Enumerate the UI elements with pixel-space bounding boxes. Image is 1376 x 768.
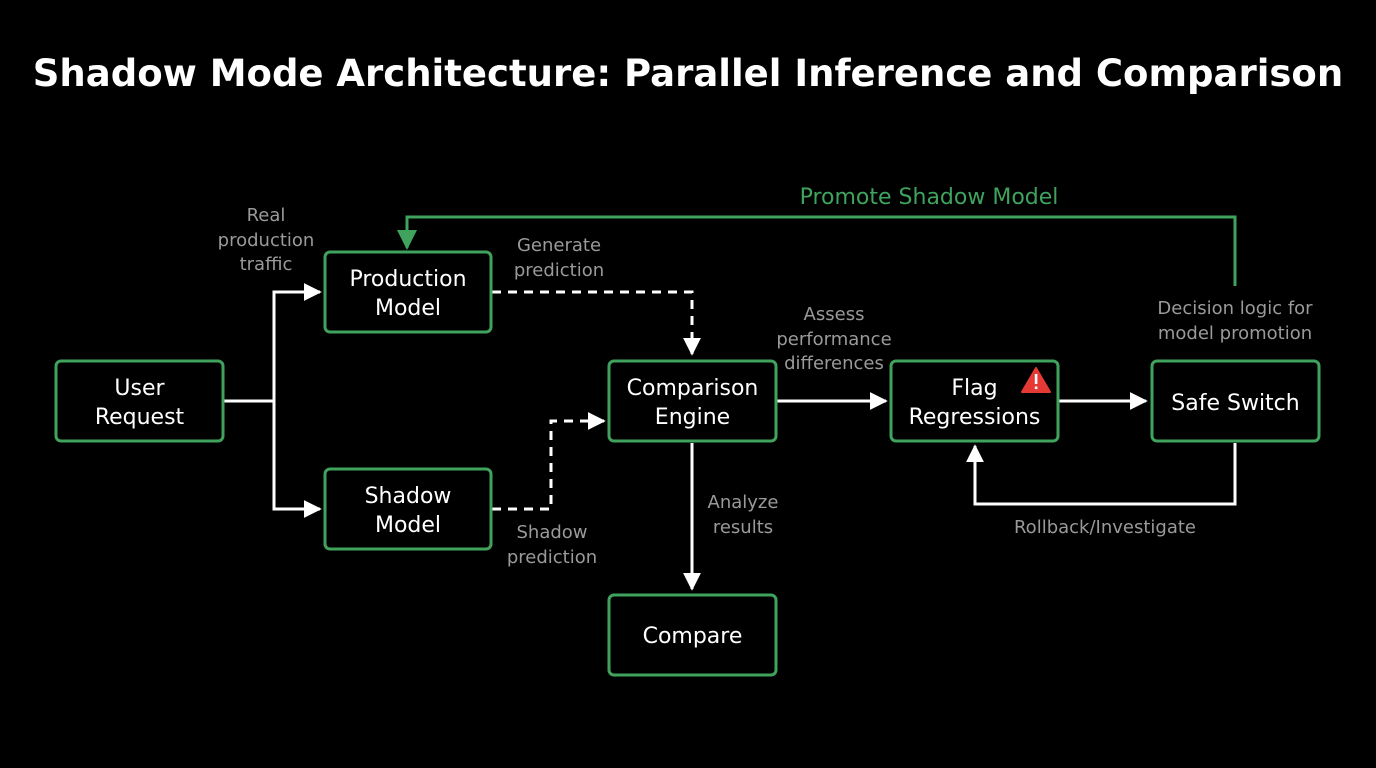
node-shadow-model: Shadow Model	[323, 467, 493, 551]
label-real-traffic-line1: Real	[247, 205, 286, 226]
label-real-traffic-line3: traffic	[240, 254, 293, 275]
label-analyze-results-line1: Analyze	[708, 492, 779, 513]
label-analyze-results-line2: results	[713, 517, 773, 538]
node-comparison-engine-line1: Comparison	[627, 376, 759, 401]
node-user-request-line1: User	[114, 376, 165, 401]
label-real-traffic-line2: production	[218, 230, 315, 251]
edge-promote	[397, 215, 1237, 286]
edge-split-to-shadow	[272, 401, 322, 518]
node-user-request-line2: Request	[95, 405, 185, 430]
node-shadow-model-line2: Model	[375, 513, 441, 538]
edge-rollback	[966, 443, 1237, 506]
label-assess-performance-line2: performance	[776, 329, 891, 350]
node-compare-label: Compare	[643, 624, 743, 649]
node-shadow-model-line1: Shadow	[365, 484, 452, 509]
page-title: Shadow Mode Architecture: Parallel Infer…	[32, 52, 1344, 95]
edge-shadow-to-comparison	[492, 412, 606, 511]
node-compare: Compare	[607, 593, 778, 677]
label-generate-prediction-line2: prediction	[514, 260, 604, 281]
warning-triangle-icon	[1021, 367, 1051, 393]
label-decision-logic: Decision logic for model promotion	[1157, 298, 1313, 344]
edge-production-to-comparison	[492, 290, 701, 356]
node-flag-regressions-line2: Regressions	[909, 405, 1041, 430]
node-safe-switch: Safe Switch	[1150, 359, 1321, 443]
node-production-model: Production Model	[323, 250, 493, 334]
label-assess-performance-line3: differences	[784, 353, 884, 374]
node-comparison-engine-line2: Engine	[655, 405, 730, 430]
label-assess-performance: Assess performance differences	[776, 304, 891, 374]
label-analyze-results: Analyze results	[708, 492, 779, 538]
node-flag-regressions: Flag Regressions	[889, 359, 1060, 443]
label-decision-logic-line1: Decision logic for	[1157, 298, 1313, 319]
label-promote-shadow-model: Promote Shadow Model	[800, 185, 1059, 210]
node-user-request: User Request	[54, 359, 225, 443]
label-generate-prediction: Generate prediction	[514, 235, 604, 281]
node-production-model-line1: Production	[349, 267, 466, 292]
node-production-model-line2: Model	[375, 296, 441, 321]
label-shadow-prediction-line1: Shadow	[516, 522, 587, 543]
node-comparison-engine: Comparison Engine	[607, 359, 778, 443]
node-flag-regressions-line1: Flag	[951, 376, 997, 401]
label-assess-performance-line1: Assess	[804, 304, 865, 325]
node-safe-switch-label: Safe Switch	[1171, 391, 1299, 416]
label-shadow-prediction: Shadow prediction	[507, 522, 597, 568]
label-shadow-prediction-line2: prediction	[507, 547, 597, 568]
label-rollback-investigate: Rollback/Investigate	[1014, 517, 1196, 538]
edge-split-to-production	[272, 283, 322, 401]
label-real-traffic: Real production traffic	[218, 205, 315, 275]
label-generate-prediction-line1: Generate	[517, 235, 601, 256]
label-decision-logic-line2: model promotion	[1158, 323, 1312, 344]
